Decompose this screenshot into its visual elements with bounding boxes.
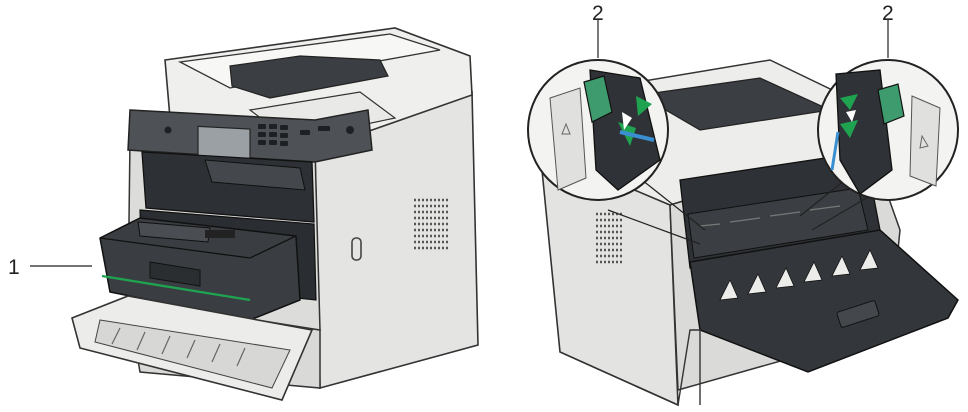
callout-2-left: 2: [592, 2, 604, 25]
printer-rear-view: 2 2: [528, 2, 958, 405]
callout-1: 1: [8, 256, 20, 279]
printer-front-view: 1: [8, 28, 478, 400]
callout-2-right: 2: [882, 2, 894, 25]
lcd-screen: [198, 126, 250, 159]
detail-circle-left: [528, 60, 668, 200]
detail-circle-right: [818, 60, 958, 200]
